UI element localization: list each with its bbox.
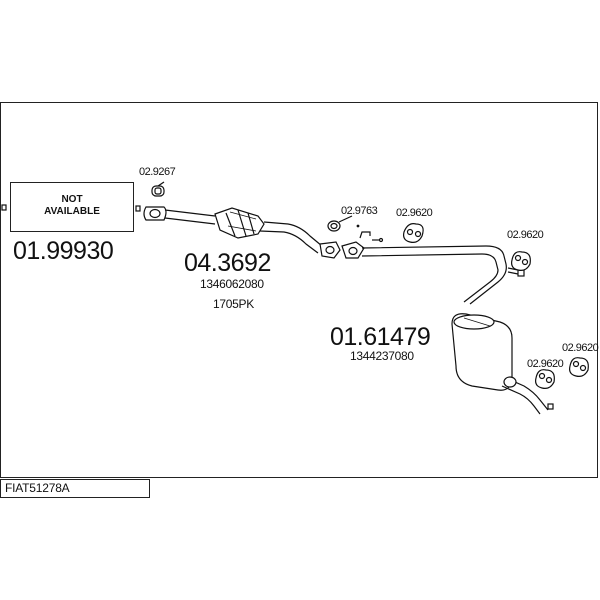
part-ref-1705pk: 1705PK (213, 297, 254, 311)
frame-marker-na (135, 205, 141, 212)
catalytic-converter-part (143, 206, 341, 259)
not-available-box: NOT AVAILABLE (10, 182, 134, 232)
callout-02-9763: 02.9763 (341, 205, 378, 217)
part-code-01-99930: 01.99930 (13, 237, 114, 265)
callout-02-9620-a: 02.9620 (396, 207, 433, 219)
part-ref-1344237080: 1344237080 (350, 349, 414, 363)
diagram-frame (0, 102, 598, 478)
hanger-02-9620-a-part (403, 223, 424, 243)
callout-02-9267: 02.9267 (139, 166, 176, 178)
hanger-02-9620-d-part (569, 357, 589, 377)
part-code-04-3692: 04.3692 (184, 249, 271, 277)
reference-dot (356, 224, 360, 228)
not-available-label: NOT AVAILABLE (44, 194, 100, 217)
frame-marker-left (1, 204, 7, 211)
callout-02-9620-b: 02.9620 (507, 229, 544, 241)
clamp-part (359, 231, 384, 243)
footer-code: FIAT51278A (5, 481, 70, 495)
callout-02-9620-d: 02.9620 (562, 342, 599, 354)
rear-silencer-part (341, 241, 554, 415)
footer-code-box: FIAT51278A (0, 479, 150, 498)
callout-02-9620-c: 02.9620 (527, 358, 564, 370)
hanger-02-9620-c-part (535, 369, 555, 389)
gasket-02-9763-part (327, 215, 353, 232)
gasket-02-9267-part (151, 181, 165, 197)
part-code-01-61479: 01.61479 (330, 323, 431, 351)
part-ref-1346062080: 1346062080 (200, 277, 264, 291)
hanger-02-9620-b-part (511, 251, 531, 271)
